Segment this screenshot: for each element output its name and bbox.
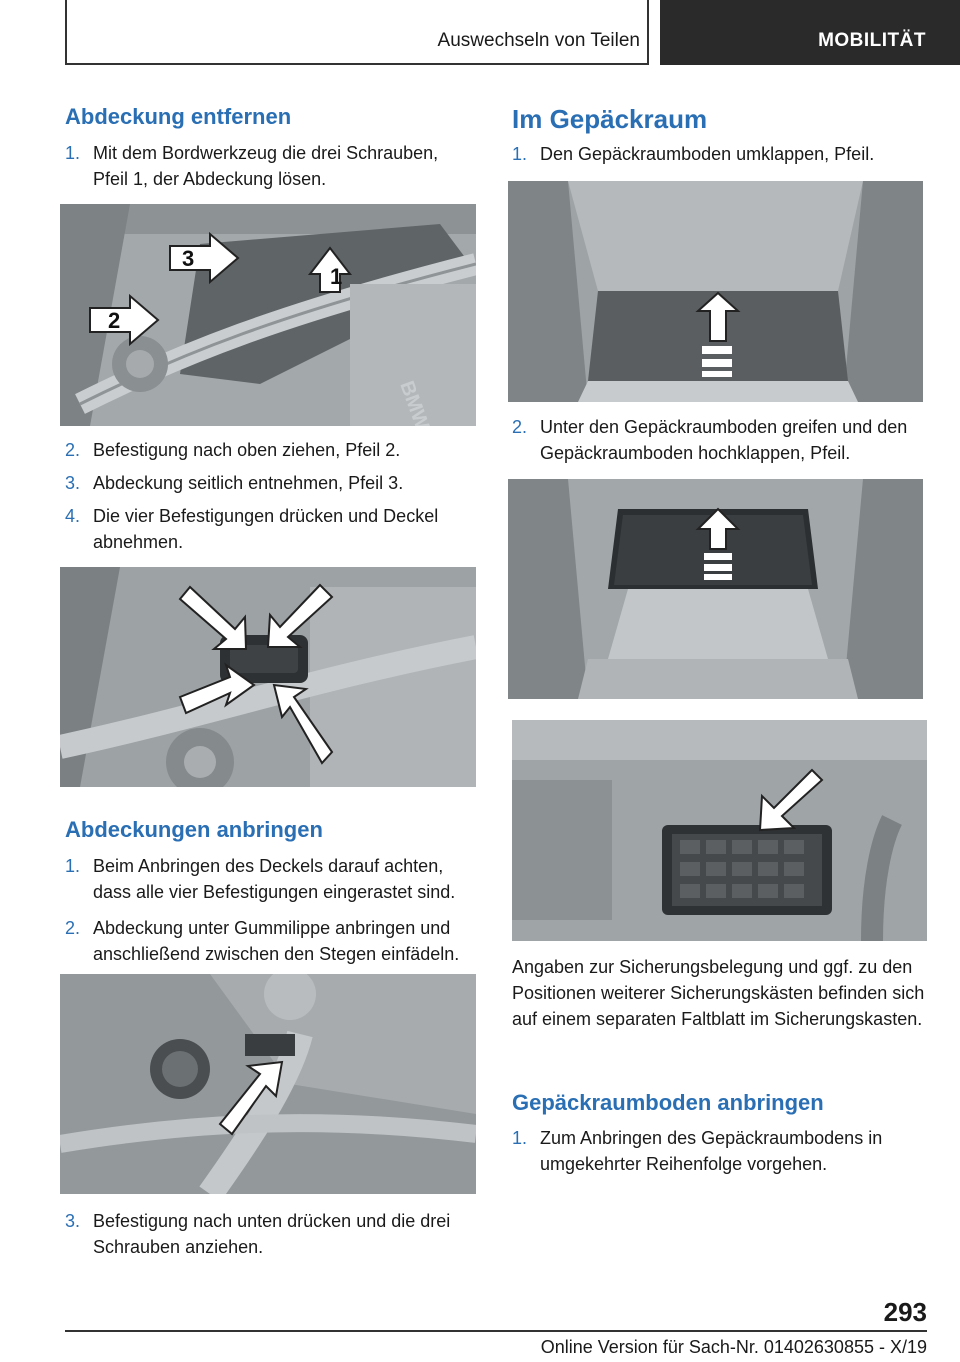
step-text: Beim Anbringen des Deckels darauf achten… xyxy=(93,856,456,902)
footer-rule xyxy=(65,1330,927,1332)
header-rule-mid xyxy=(647,0,649,64)
step-number: 1. xyxy=(65,856,81,876)
section-title: Auswechseln von Teilen xyxy=(437,30,640,51)
step-number: 2. xyxy=(65,440,81,460)
step-item: 1. Beim Anbringen des Deckels darauf ach… xyxy=(65,853,483,905)
step-number: 3. xyxy=(65,473,81,493)
step-item: 2. Befestigung nach oben ziehen, Pfeil 2… xyxy=(65,437,477,463)
step-text: Zum Anbringen des Gepäckraumbodens in um… xyxy=(540,1128,883,1174)
heading-abdeckung-entfernen: Abdeckung entfernen xyxy=(65,104,292,129)
photo-label-2: 2 xyxy=(108,308,120,333)
step-number: 1. xyxy=(512,144,528,164)
step-number: 1. xyxy=(512,1128,528,1148)
step-text: Abdeckung seitlich entnehmen, Pfeil 3. xyxy=(93,473,404,493)
fuse-cover-photo xyxy=(60,567,476,787)
step-number: 2. xyxy=(512,417,528,437)
engine-cover-photo: 1 2 3 BMW xyxy=(60,204,476,426)
step-text: Befestigung nach oben ziehen, Pfeil 2. xyxy=(93,440,401,460)
step-number: 3. xyxy=(65,1211,81,1231)
rubber-lip-photo xyxy=(60,974,476,1194)
step-item: 2. Unter den Gepäckraumboden greifen und… xyxy=(512,414,927,466)
step-text: Befestigung nach unten drücken und die d… xyxy=(93,1211,451,1257)
step-number: 1. xyxy=(65,143,81,163)
page-number: 293 xyxy=(883,1297,927,1327)
online-version-note: Online Version für Sach-Nr. 01402630855 … xyxy=(540,1337,927,1357)
step-item: 1. Mit dem Bordwerkzeug die drei Schraub… xyxy=(65,140,477,192)
photo-label-3: 3 xyxy=(182,246,194,271)
heading-gepaeckraumboden-anbringen: Gepäckraumboden anbringen xyxy=(512,1090,824,1115)
step-item: 3. Befestigung nach unten drücken und di… xyxy=(65,1208,483,1260)
step-text: Mit dem Bordwerkzeug die drei Schrauben,… xyxy=(93,143,439,189)
fuse-info-paragraph: Angaben zur Sicherungsbelegung und ggf. … xyxy=(512,957,925,1029)
heading-abdeckungen-anbringen: Abdeckungen anbringen xyxy=(65,817,323,842)
step-text: Die vier Befestigungen drücken und Decke… xyxy=(93,506,439,552)
step-text: Den Gepäckraumboden umklappen, Pfeil. xyxy=(540,144,875,164)
photo-label-1: 1 xyxy=(330,264,342,289)
heading-im-gepaeckraum: Im Gepäckraum xyxy=(512,104,708,134)
chapter-title: MOBILITÄT xyxy=(818,30,926,51)
chapter-tab: MOBILITÄT xyxy=(660,0,960,65)
step-item: 1. Den Gepäckraumboden umklappen, Pfeil. xyxy=(512,141,927,167)
trunk-floor-photo xyxy=(508,181,923,402)
step-item: 4. Die vier Befestigungen drücken und De… xyxy=(65,503,477,555)
step-item: 1. Zum Anbringen des Gepäckraumbodens in… xyxy=(512,1125,927,1177)
trunk-floor-raised-photo xyxy=(508,479,923,699)
step-item: 2. Abdeckung unter Gummilippe anbringen … xyxy=(65,915,495,967)
step-number: 2. xyxy=(65,918,81,938)
step-text: Abdeckung unter Gummilippe anbringen und… xyxy=(93,918,460,964)
step-number: 4. xyxy=(65,506,81,526)
fuse-box-photo xyxy=(512,720,927,941)
header-rule-bottom xyxy=(65,63,649,65)
step-text: Unter den Gepäckraumboden greifen und de… xyxy=(540,417,908,463)
step-item: 3. Abdeckung seitlich entnehmen, Pfeil 3… xyxy=(65,470,477,496)
header-rule-left xyxy=(65,0,67,64)
